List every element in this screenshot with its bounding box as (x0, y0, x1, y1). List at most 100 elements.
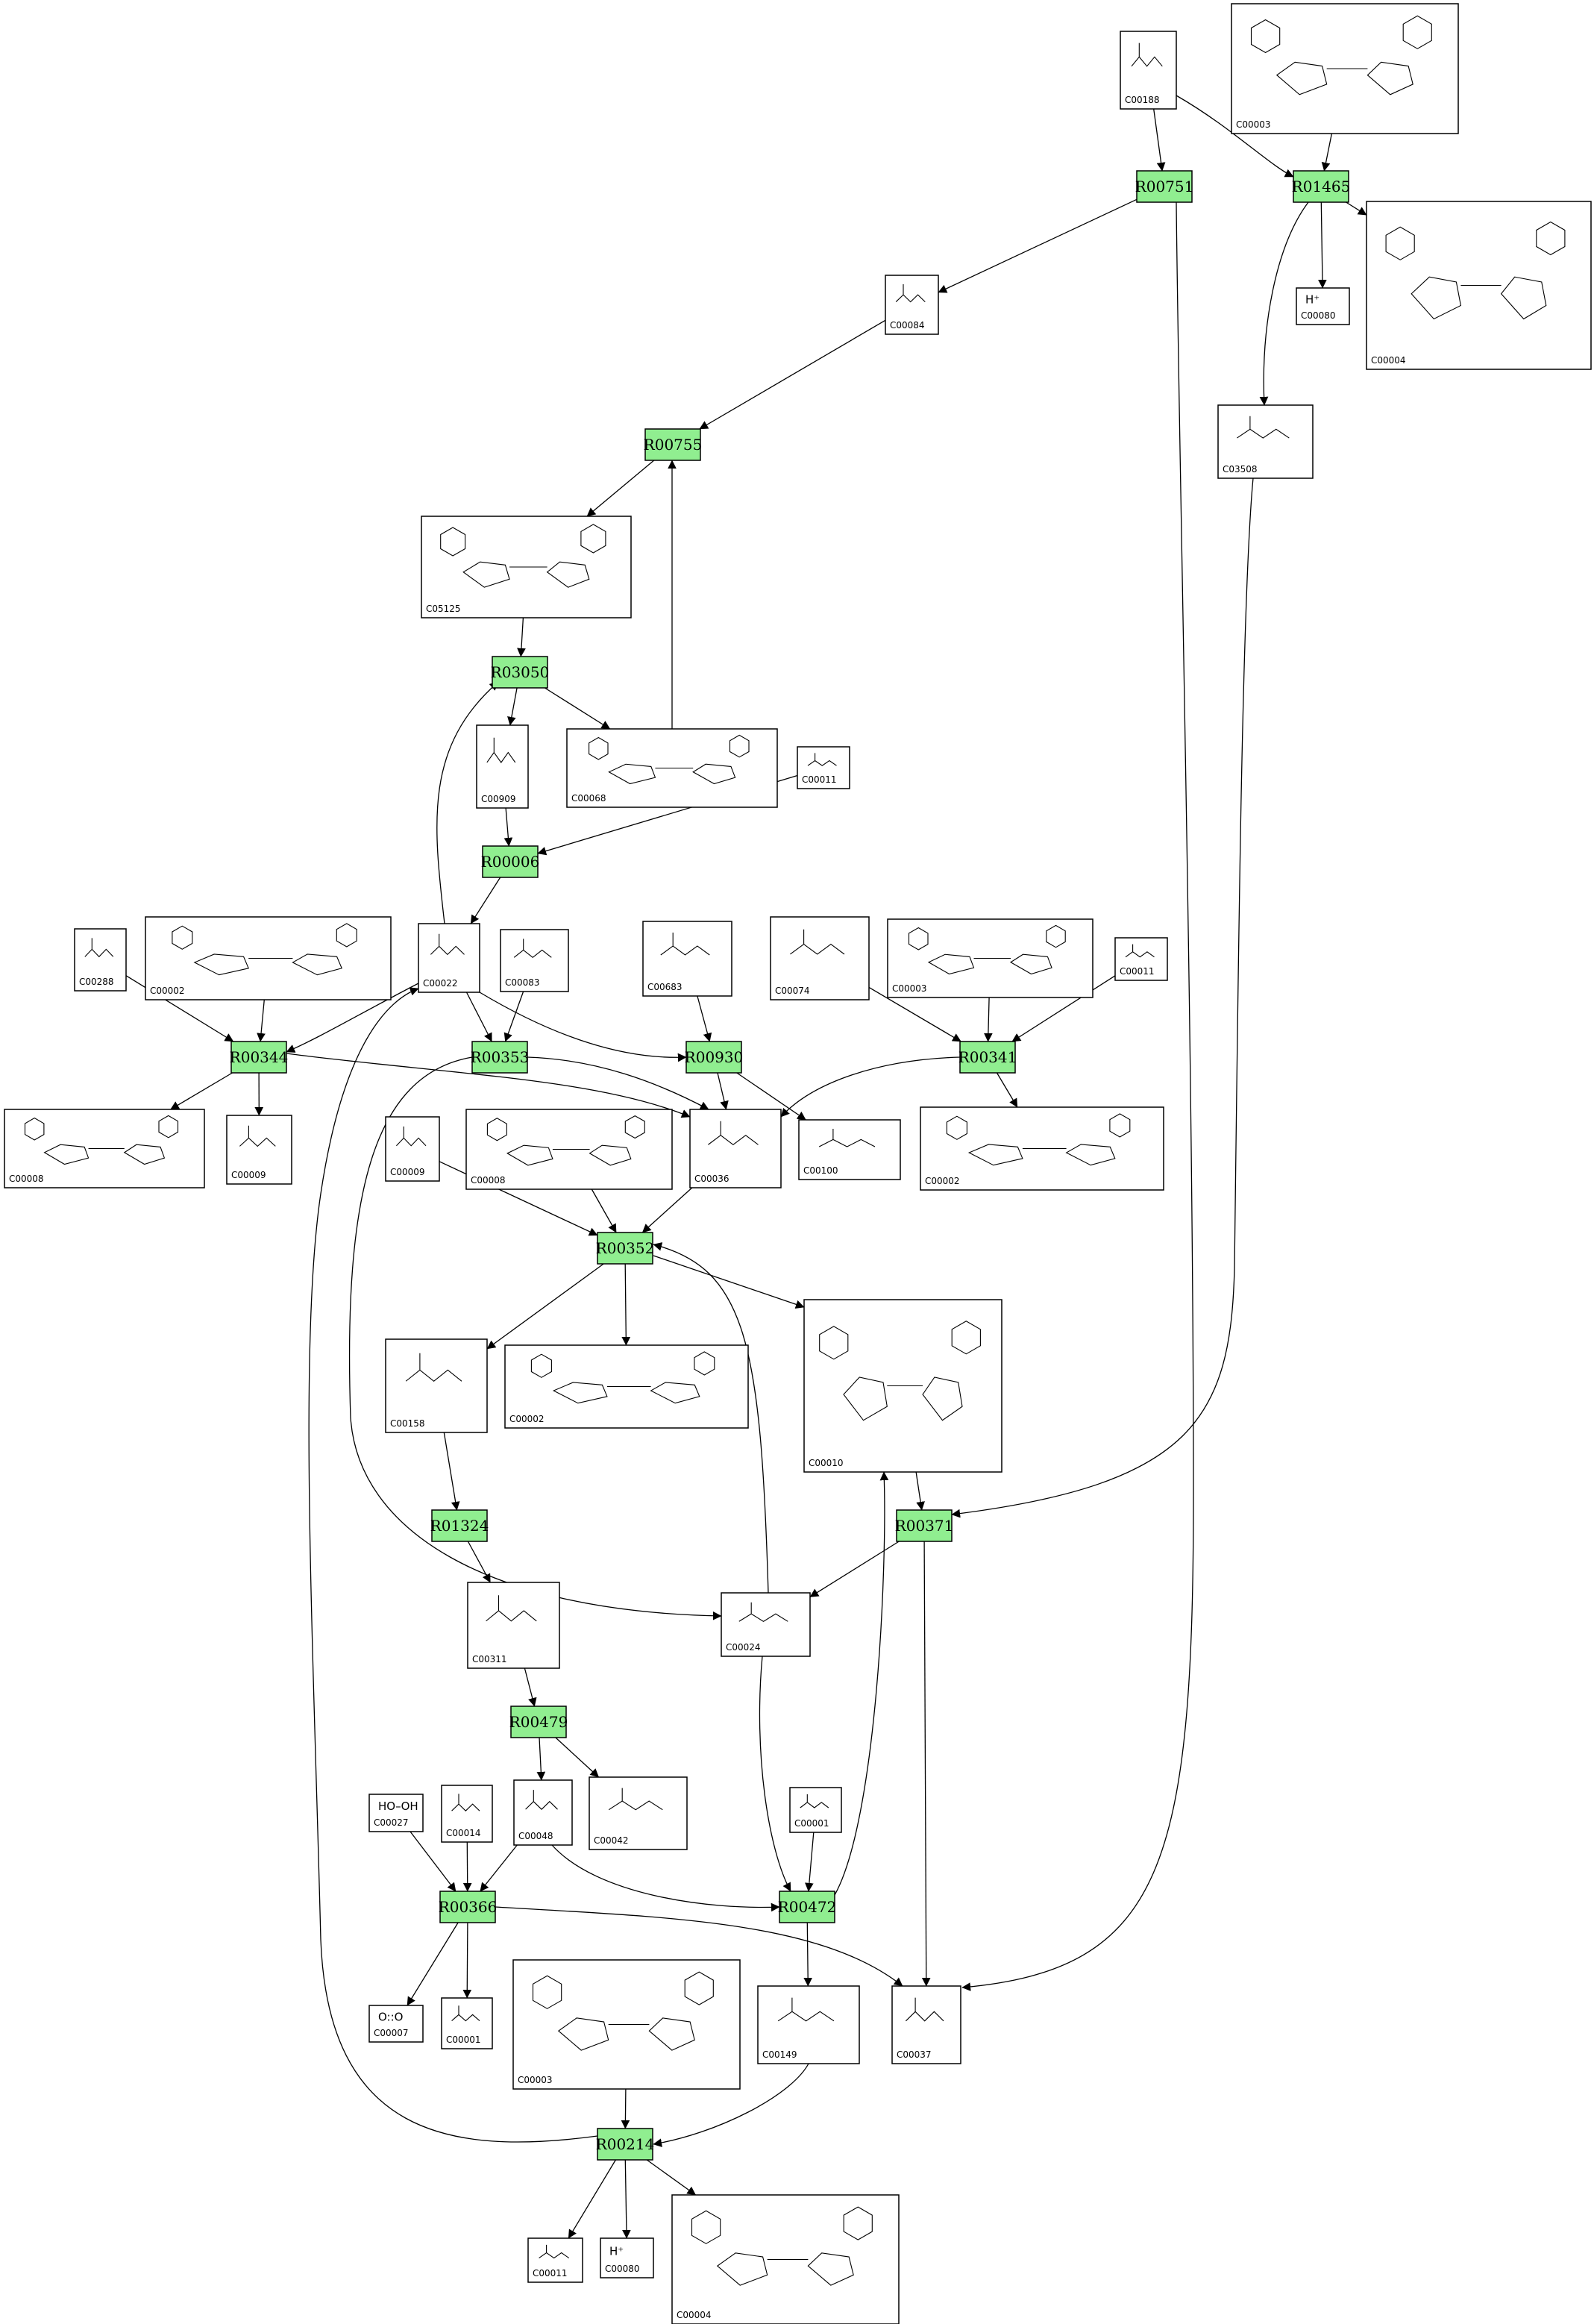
compound-id-label: C00158 (390, 1418, 425, 1429)
reaction-node-R00214[interactable]: R00214 (596, 2128, 655, 2161)
edge-R00352-to-C00158 (486, 1263, 604, 1350)
compound-id-label: C00037 (897, 2049, 932, 2060)
compound-node-C00024[interactable]: C00024 (721, 1592, 811, 1657)
compound-node-C00004_top[interactable]: C00004 (1366, 201, 1592, 370)
reaction-label: R00214 (596, 2135, 655, 2153)
edge-C00683-to-R00930 (697, 995, 712, 1042)
edge-R00751-to-C00084 (938, 198, 1138, 293)
compound-node-C00008_b[interactable]: C00008 (465, 1109, 673, 1190)
reaction-node-R01324[interactable]: R01324 (430, 1509, 489, 1542)
edge-R00352-to-C00002_c (621, 1263, 631, 1346)
reaction-node-R00353[interactable]: R00353 (471, 1041, 530, 1074)
reaction-node-R00479[interactable]: R00479 (509, 1706, 568, 1738)
reaction-node-R00366[interactable]: R00366 (439, 1891, 498, 1923)
compound-id-label: C00002 (925, 1176, 960, 1186)
structure-drawing (1237, 416, 1290, 439)
reaction-node-R01465[interactable]: R01465 (1292, 170, 1351, 203)
compound-box (527, 2237, 583, 2283)
compound-node-C00909[interactable]: C00909 (476, 724, 529, 809)
reaction-node-R00341[interactable]: R00341 (958, 1041, 1017, 1074)
structure-drawing (691, 2206, 873, 2286)
compound-node-C00002_a[interactable]: C00002 (145, 916, 392, 1000)
reaction-node-R00472[interactable]: R00472 (778, 1891, 837, 1923)
compound-id-label: C00068 (571, 793, 606, 804)
compound-id-label: C00036 (694, 1174, 729, 1184)
compound-box (513, 1779, 573, 1846)
compound-node-C00001_b[interactable]: C00001 (441, 1997, 493, 2049)
reaction-node-R00930[interactable]: R00930 (685, 1041, 744, 1074)
compound-node-C00011_b[interactable]: C00011 (1114, 937, 1168, 981)
compound-node-C00009_a[interactable]: C00009 (226, 1115, 292, 1185)
compound-node-C00084[interactable]: C00084 (885, 275, 939, 335)
compound-node-C00011_a[interactable]: C00011 (797, 746, 850, 789)
edge-C00022-to-R03050 (436, 681, 499, 924)
structure-drawing (430, 933, 465, 956)
compound-node-C00158[interactable]: C00158 (385, 1338, 488, 1433)
compound-node-C00010[interactable]: C00010 (803, 1299, 1002, 1473)
compound-node-C00002_c[interactable]: C00002 (504, 1344, 749, 1429)
structure-drawing (239, 1125, 276, 1147)
compound-box (770, 916, 870, 1000)
compound-node-C00311[interactable]: C00311 (467, 1582, 560, 1669)
edge-R03050-to-C00909 (507, 687, 518, 726)
reaction-node-R00352[interactable]: R00352 (596, 1232, 655, 1265)
compound-node-C00188_top[interactable]: C00188 (1120, 31, 1177, 110)
compound-node-C00036[interactable]: C00036 (689, 1109, 782, 1188)
compound-id-label: C00001 (446, 2035, 481, 2045)
compound-node-C00068[interactable]: C00068 (566, 728, 778, 808)
compound-node-C00083[interactable]: C00083 (500, 929, 569, 992)
compound-node-C00009_b[interactable]: C00009 (385, 1116, 440, 1182)
compound-node-C00080_top[interactable]: H⁺C00080 (1296, 287, 1350, 325)
structure-drawing (405, 1353, 462, 1382)
reaction-node-R00344[interactable]: R00344 (230, 1041, 289, 1074)
reaction-node-R03050[interactable]: R03050 (491, 656, 550, 689)
compound-node-C00074[interactable]: C00074 (770, 916, 870, 1000)
compound-node-C00037[interactable]: C00037 (891, 1985, 961, 2064)
edge-R00341-to-C00002_b (996, 1072, 1018, 1108)
reaction-node-R00751[interactable]: R00751 (1135, 170, 1194, 203)
compound-node-C00001_a[interactable]: C00001 (789, 1787, 842, 1833)
compound-id-label: C00002 (509, 1414, 545, 1424)
structure-drawing (738, 1602, 788, 1622)
compound-node-C00003_mid[interactable]: C00003 (887, 918, 1093, 998)
compound-id-label: C00007 (374, 2028, 409, 2038)
compound-node-C00100[interactable]: C00100 (798, 1119, 901, 1180)
edge-C00003_bot-to-R00214 (621, 2088, 630, 2129)
compound-node-C00080_bot[interactable]: H⁺C00080 (600, 2237, 654, 2278)
reaction-node-R00006[interactable]: R00006 (481, 845, 540, 878)
compound-node-C00149[interactable]: C00149 (757, 1985, 860, 2064)
compound-id-label: C00011 (802, 774, 837, 785)
compound-node-C00042[interactable]: C00042 (589, 1776, 688, 1850)
compound-id-label: C03508 (1223, 464, 1258, 474)
compound-node-C00014[interactable]: C00014 (441, 1785, 493, 1843)
compound-node-C00002_b[interactable]: C00002 (920, 1106, 1164, 1191)
compound-node-C00008_a[interactable]: C00008 (4, 1109, 205, 1188)
edge-C00003_mid-to-R00341 (984, 997, 993, 1042)
compound-node-C00048[interactable]: C00048 (513, 1779, 573, 1846)
edge-R00930-to-C00036 (717, 1072, 729, 1110)
compound-box (891, 1985, 961, 2064)
compound-formula: HO–OH (378, 1800, 418, 1813)
compound-node-C00004_bot[interactable]: C00004 (671, 2194, 900, 2324)
compound-node-C03508[interactable]: C03508 (1217, 404, 1314, 479)
compound-node-C05125[interactable]: C05125 (421, 516, 632, 618)
compound-id-label: C00311 (472, 1654, 507, 1664)
compound-node-C00683[interactable]: C00683 (642, 921, 732, 997)
compound-node-C00011_c[interactable]: C00011 (527, 2237, 583, 2283)
edge-R00366-to-C00037 (495, 1906, 903, 1987)
compound-node-C00022[interactable]: C00022 (418, 923, 480, 993)
compound-node-C00288[interactable]: C00288 (74, 928, 127, 992)
compound-node-C00003_top[interactable]: C00003 (1231, 3, 1459, 134)
reaction-node-R00755[interactable]: R00755 (644, 428, 703, 461)
reaction-node-R00371[interactable]: R00371 (895, 1509, 954, 1542)
compound-box (885, 275, 939, 335)
compound-node-C00003_bot[interactable]: C00003 (512, 1959, 741, 2090)
edge-C03508-to-R00371 (951, 477, 1254, 1518)
edge-R00214-to-C00004_bot (646, 2159, 697, 2196)
reaction-label: R00371 (895, 1517, 954, 1535)
compound-id-label: C00003 (892, 983, 927, 994)
edge-R00214-to-C00022 (308, 987, 598, 2143)
